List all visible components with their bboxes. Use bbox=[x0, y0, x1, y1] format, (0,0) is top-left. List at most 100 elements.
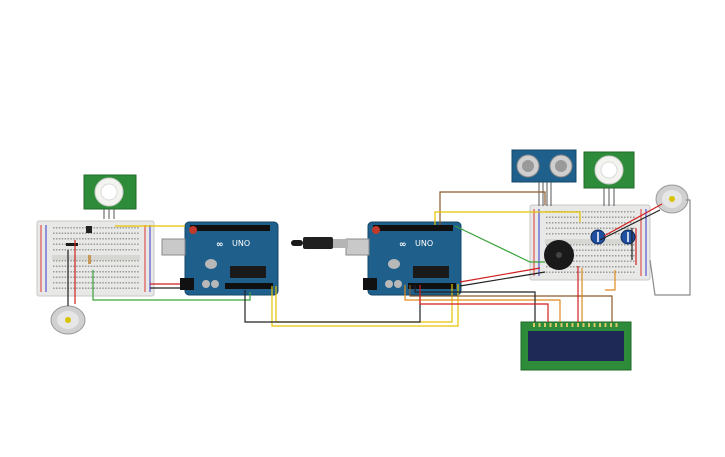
breadboard-hole bbox=[113, 287, 116, 289]
lcd-pin bbox=[588, 323, 590, 327]
breadboard-hole bbox=[53, 243, 55, 245]
breadboard-hole bbox=[588, 222, 590, 224]
breadboard-hole bbox=[633, 266, 635, 268]
breadboard-hole bbox=[134, 249, 136, 251]
breadboard-hole bbox=[99, 227, 101, 229]
breadboard-hole bbox=[53, 260, 55, 262]
breadboard-hole bbox=[87, 287, 90, 289]
breadboard-hole bbox=[53, 287, 55, 289]
breadboard-hole bbox=[552, 222, 554, 224]
breadboard-hole bbox=[70, 282, 72, 284]
breadboard-hole bbox=[108, 282, 110, 284]
breadboard-hole bbox=[606, 233, 608, 235]
breadboard-hole bbox=[588, 227, 590, 229]
left-transistor-icon[interactable] bbox=[86, 226, 92, 233]
piezo-buzzer-icon[interactable] bbox=[544, 240, 574, 270]
breadboard-hole bbox=[64, 276, 67, 278]
breadboard-hole bbox=[603, 244, 605, 246]
usb-cable-icon[interactable] bbox=[291, 237, 348, 249]
breadboard-hole bbox=[87, 243, 90, 245]
breadboard-hole bbox=[108, 271, 110, 273]
breadboard-hole bbox=[624, 244, 626, 246]
breadboard-hole bbox=[627, 211, 629, 213]
breadboard-hole bbox=[128, 260, 130, 262]
breadboard-hole bbox=[615, 271, 617, 273]
breadboard-hole bbox=[609, 266, 611, 268]
right-dc-motor-icon[interactable] bbox=[655, 184, 689, 214]
breadboard-hole bbox=[546, 271, 548, 273]
breadboard-hole bbox=[82, 249, 84, 251]
breadboard-hole bbox=[633, 260, 635, 262]
breadboard-hole bbox=[70, 276, 72, 278]
left-breadboard[interactable] bbox=[36, 220, 155, 297]
breadboard-hole bbox=[82, 287, 84, 289]
breadboard-hole bbox=[597, 249, 599, 251]
breadboard-hole bbox=[591, 266, 593, 268]
left-resistor-icon[interactable] bbox=[66, 243, 91, 264]
breadboard-hole bbox=[594, 222, 596, 224]
breadboard-hole bbox=[600, 227, 602, 229]
breadboard-hole bbox=[73, 232, 75, 234]
left-pir-sensor-icon[interactable] bbox=[83, 174, 137, 219]
breadboard-hole bbox=[90, 271, 93, 273]
breadboard-hole bbox=[137, 276, 139, 278]
breadboard-hole bbox=[612, 255, 614, 257]
breadboard-hole bbox=[82, 282, 84, 284]
breadboard-hole bbox=[603, 255, 605, 257]
breadboard-hole bbox=[122, 260, 125, 262]
right-pir-sensor-icon[interactable] bbox=[583, 151, 635, 206]
breadboard-hole bbox=[546, 244, 548, 246]
right-arduino-uno[interactable]: UNO ∞ bbox=[345, 221, 462, 296]
reset-button-icon[interactable] bbox=[189, 226, 197, 234]
lcd-pin bbox=[538, 323, 541, 327]
breadboard-hole bbox=[134, 243, 136, 245]
breadboard-hole bbox=[576, 249, 578, 251]
breadboard-hole bbox=[555, 216, 557, 218]
breadboard-hole bbox=[594, 244, 596, 246]
breadboard-hole bbox=[90, 282, 93, 284]
breadboard-hole bbox=[53, 282, 55, 284]
breadboard-hole bbox=[79, 282, 81, 284]
breadboard-hole bbox=[606, 266, 608, 268]
breadboard-hole bbox=[606, 211, 608, 213]
breadboard-hole bbox=[570, 216, 572, 218]
breadboard-hole bbox=[96, 282, 98, 284]
breadboard-hole bbox=[87, 282, 90, 284]
breadboard-hole bbox=[64, 265, 67, 267]
breadboard-hole bbox=[591, 244, 593, 246]
breadboard-hole bbox=[102, 287, 104, 289]
breadboard-hole bbox=[70, 265, 72, 267]
breadboard-hole bbox=[585, 260, 587, 262]
breadboard-hole bbox=[134, 238, 136, 240]
breadboard-hole bbox=[594, 216, 596, 218]
wires[interactable] bbox=[67, 191, 691, 327]
breadboard-hole bbox=[612, 211, 614, 213]
breadboard-hole bbox=[125, 260, 127, 262]
breadboard-hole bbox=[609, 216, 611, 218]
breadboard-hole bbox=[96, 276, 98, 278]
breadboard-hole bbox=[82, 271, 84, 273]
ultrasonic-sensor-icon[interactable] bbox=[511, 149, 577, 206]
breadboard-hole bbox=[73, 227, 75, 229]
breadboard-hole bbox=[76, 265, 78, 267]
left-dc-motor-icon[interactable] bbox=[50, 305, 86, 335]
reset-button-icon[interactable] bbox=[372, 226, 380, 234]
breadboard-hole bbox=[591, 249, 593, 251]
breadboard-hole bbox=[564, 271, 566, 273]
breadboard-hole bbox=[552, 227, 554, 229]
breadboard-hole bbox=[627, 249, 629, 251]
potentiometer-2-icon[interactable] bbox=[620, 229, 636, 245]
lcd-display-icon[interactable] bbox=[520, 321, 632, 371]
breadboard-hole bbox=[116, 276, 119, 278]
potentiometer-1-icon[interactable] bbox=[590, 229, 606, 245]
breadboard-hole bbox=[76, 260, 78, 262]
breadboard-hole bbox=[119, 249, 122, 251]
breadboard-hole bbox=[582, 244, 584, 246]
breadboard-hole bbox=[579, 260, 581, 262]
left-arduino-uno[interactable]: UNO ∞ bbox=[161, 221, 279, 296]
breadboard-hole bbox=[116, 271, 119, 273]
breadboard-hole bbox=[609, 271, 611, 273]
breadboard-hole bbox=[105, 287, 107, 289]
breadboard-hole bbox=[579, 227, 581, 229]
